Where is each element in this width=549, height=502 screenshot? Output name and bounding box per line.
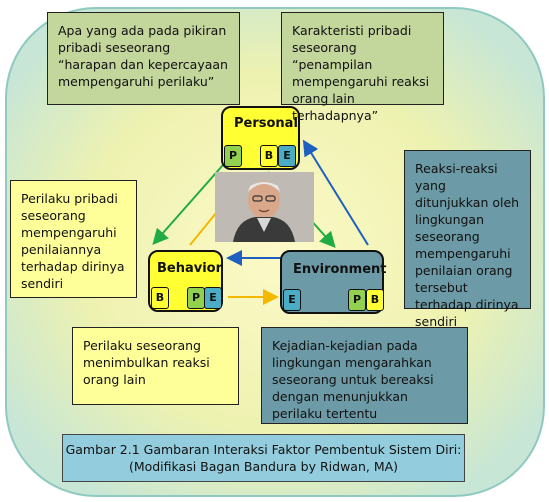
personal-tag-b: B — [260, 145, 278, 167]
box-bottom-right: Kejadian-kejadian pada lingkungan mengar… — [261, 327, 468, 424]
box-top-left: Apa yang ada pada pikiran pribadi seseor… — [47, 12, 240, 105]
caption-line-1: Gambar 2.1 Gambaran Interaksi Faktor Pem… — [65, 442, 462, 457]
environment-node: Environment E P B — [280, 250, 387, 314]
environment-title: Environment — [293, 262, 387, 277]
behavior-tag-e: E — [204, 287, 222, 309]
figure-caption: Gambar 2.1 Gambaran Interaksi Faktor Pem… — [62, 434, 465, 482]
environment-tag-e: E — [283, 289, 301, 311]
arrow-environment-to-personal — [302, 139, 369, 246]
behavior-title: Behavior — [157, 261, 223, 276]
box-left: Perilaku pribadi seseorang mempengaruhi … — [10, 180, 137, 298]
personal-tag-e: E — [278, 145, 296, 167]
arrow-personal-to-behavior — [152, 164, 224, 245]
behavior-node: Behavior B P E — [148, 250, 223, 312]
behavior-tag-b: B — [151, 287, 169, 309]
personal-node: Personal P B E — [221, 106, 300, 170]
personal-tag-p: P — [224, 145, 242, 167]
behavior-tag-p: P — [187, 287, 205, 309]
personal-title: Personal — [234, 116, 298, 131]
caption-line-2: (Modifikasi Bagan Bandura by Ridwan, MA) — [128, 459, 399, 474]
bandura-portrait — [215, 172, 314, 242]
environment-tag-b: B — [366, 289, 384, 311]
box-bottom-left: Perilaku seseorang menimbulkan reaksi or… — [72, 327, 239, 405]
box-right: Reaksi-reaksi yang ditunjukkan oleh ling… — [404, 150, 531, 329]
box-top-right: Karakteristi pribadi seseorang “penampil… — [281, 12, 444, 123]
environment-tag-p: P — [348, 289, 366, 311]
